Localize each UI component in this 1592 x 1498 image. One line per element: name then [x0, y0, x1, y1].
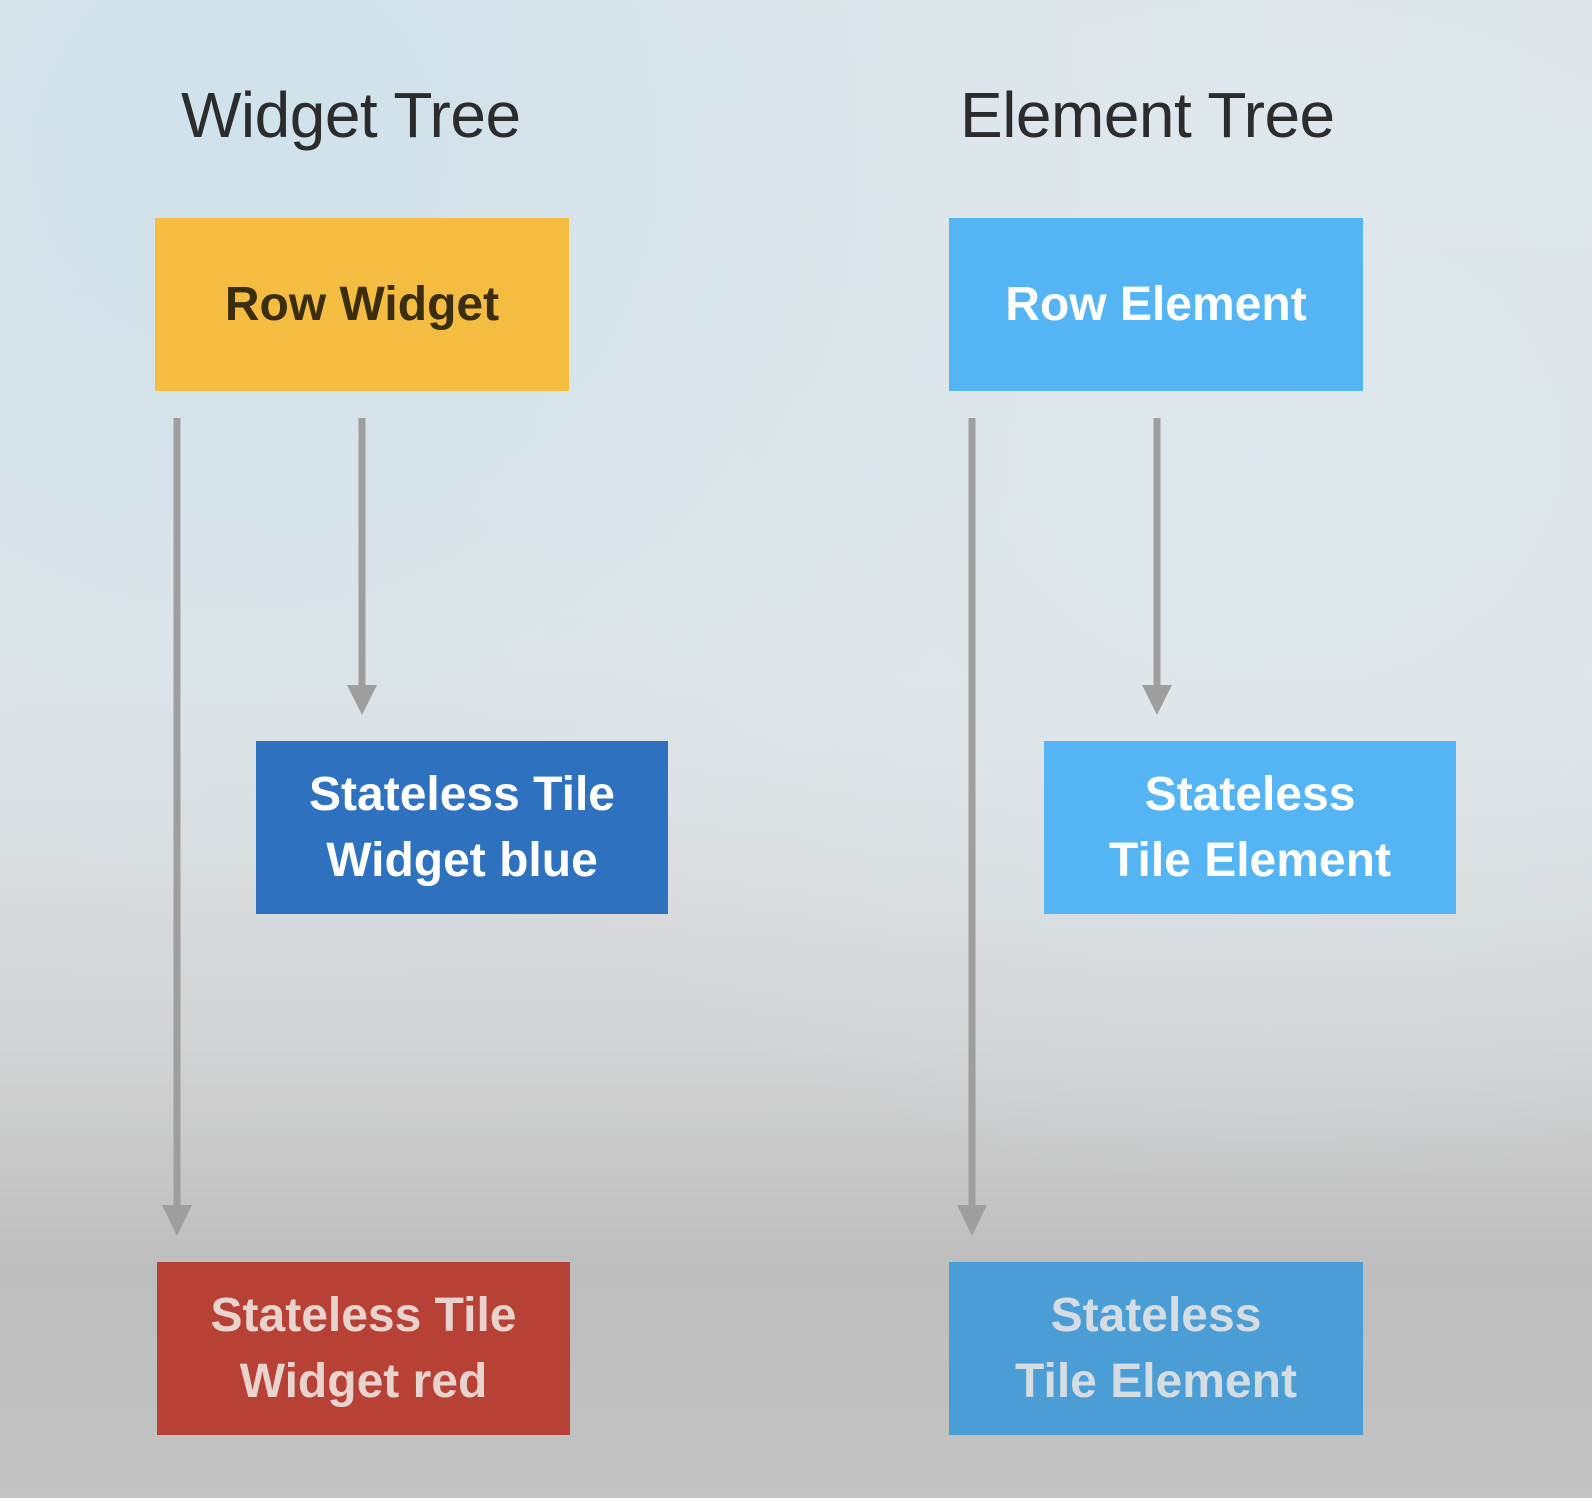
row-element-label: Row Element — [1005, 277, 1307, 331]
row-widget-node: Row Widget — [155, 218, 569, 391]
tile-element-mid-line2: Tile Element — [1109, 833, 1391, 887]
tile-element-bottom-line1: Stateless — [1050, 1288, 1262, 1342]
stateless-tile-widget-blue-node: Stateless Tile Widget blue — [256, 741, 668, 914]
row-element-node: Row Element — [949, 218, 1363, 391]
arrowhead-blue — [347, 685, 377, 715]
arrowhead-element-mid — [1142, 685, 1172, 715]
tile-blue-line2: Widget blue — [326, 833, 598, 887]
row-widget-label: Row Widget — [224, 277, 500, 331]
element-tree-title: Element Tree — [960, 79, 1335, 151]
stateless-tile-element-mid-node: Stateless Tile Element — [1044, 741, 1456, 914]
widget-tree-title: Widget Tree — [181, 79, 521, 151]
tile-element-bottom-line2: Tile Element — [1015, 1354, 1297, 1408]
tile-red-line1: Stateless Tile — [210, 1288, 517, 1342]
arrowhead-element-bottom — [957, 1205, 987, 1236]
tile-blue-line1: Stateless Tile — [309, 767, 615, 821]
stateless-tile-element-bottom-node: Stateless Tile Element — [949, 1262, 1363, 1435]
stateless-tile-widget-red-node: Stateless Tile Widget red — [157, 1262, 570, 1435]
arrowhead-red — [162, 1205, 192, 1236]
tile-red-line2: Widget red — [239, 1354, 488, 1408]
tile-element-mid-line1: Stateless — [1144, 767, 1356, 821]
